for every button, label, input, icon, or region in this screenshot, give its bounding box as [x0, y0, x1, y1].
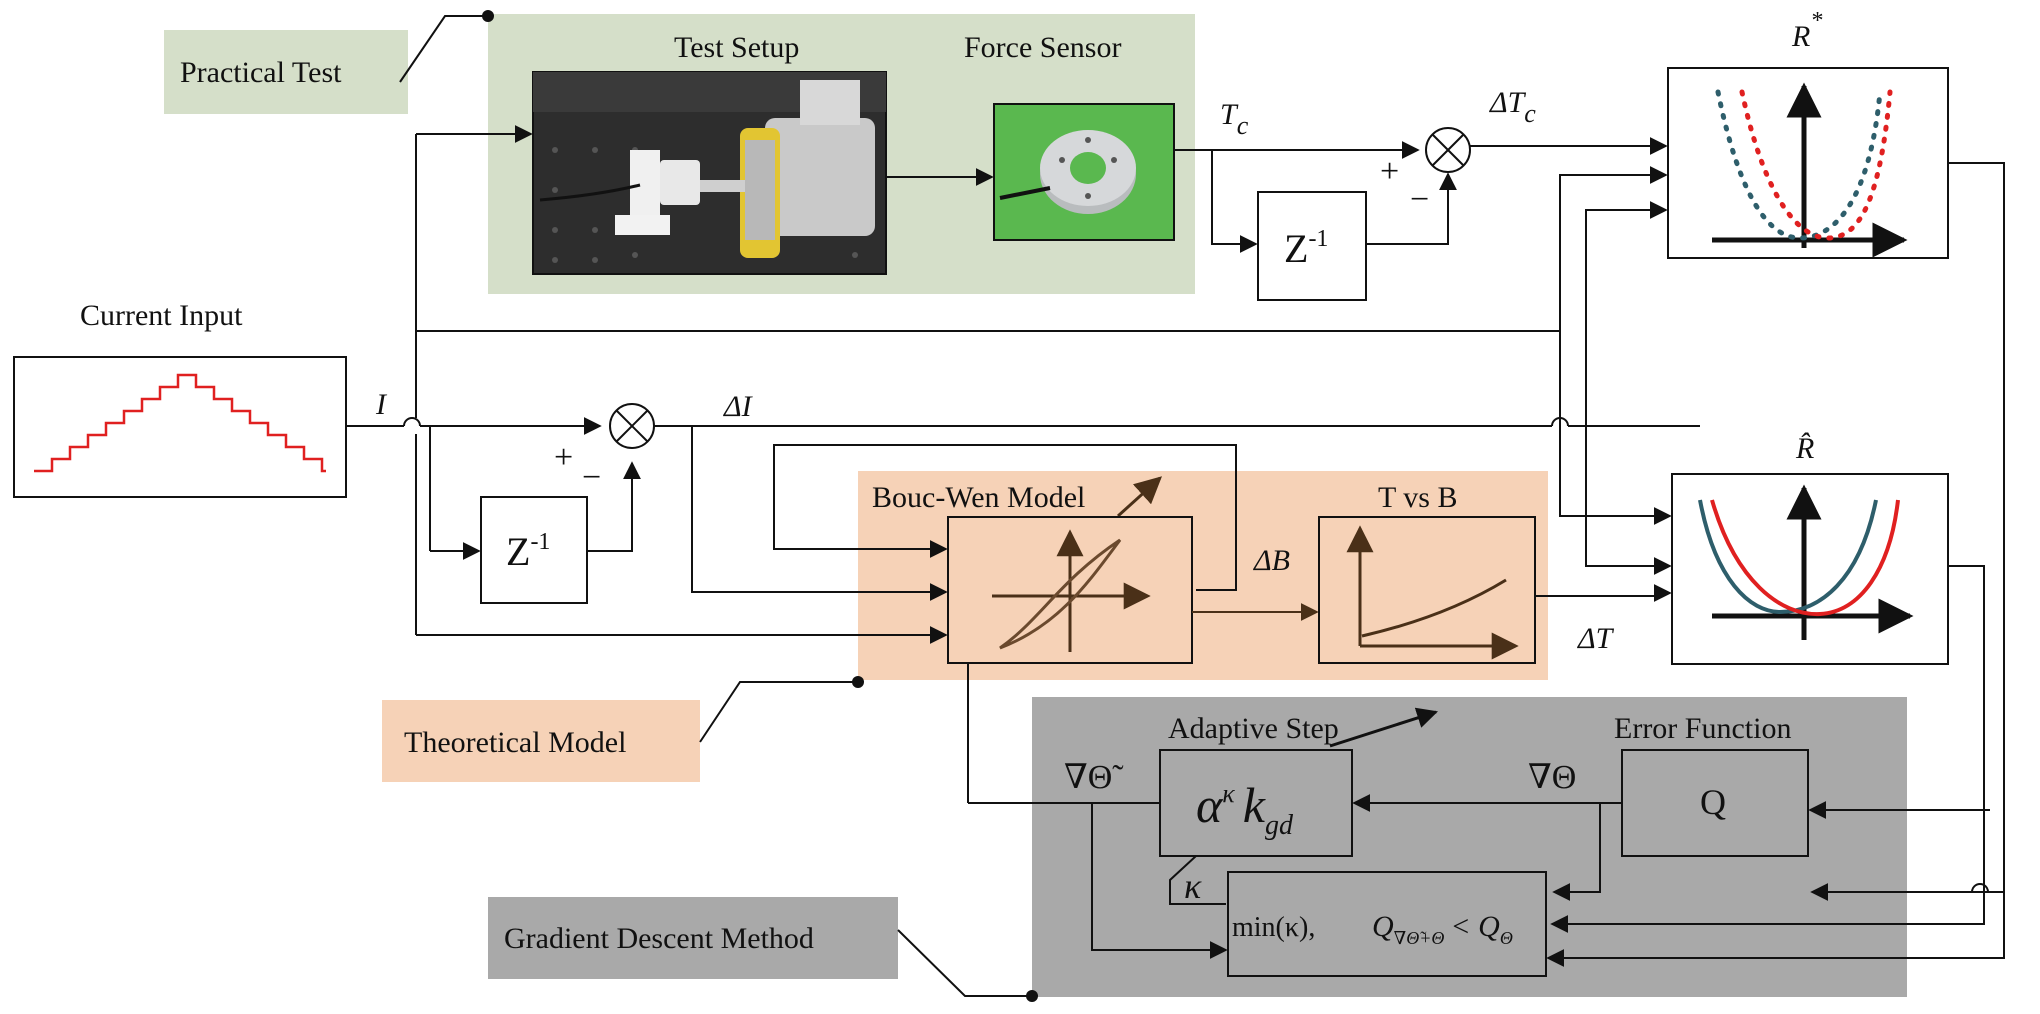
i-to-rhat	[1559, 331, 1672, 525]
kappa-loop	[1169, 855, 1226, 905]
tc-delay-out	[1366, 172, 1457, 245]
minimize-condition: Q∇Θ̃+Θ< QΘ	[1372, 910, 1513, 948]
boucwen-feedback	[773, 444, 1237, 591]
grad-theta-to-min	[1552, 803, 1601, 901]
signal-delta-b-label: ΔB	[1253, 544, 1290, 577]
practical-test-label-box	[164, 30, 408, 114]
bouc-wen-adjust-arrow	[1116, 476, 1163, 518]
gradient-descent-label: Gradient Descent Method	[504, 922, 814, 955]
current-input-title: Current Input	[80, 299, 243, 332]
rstar-to-q	[1948, 162, 2005, 892]
bouc-wen-block	[947, 516, 1193, 664]
r-hat-curve-red	[1710, 499, 1900, 617]
di-to-rstar	[1585, 201, 1668, 426]
delay-block-tc	[1257, 191, 1367, 301]
rstar-to-min	[1546, 892, 2005, 967]
grad-theta-tilde-to-min	[1091, 803, 1228, 959]
adaptive-step-title: Adaptive Step	[1168, 712, 1339, 745]
gradient-descent-region	[1032, 697, 1907, 997]
tc-to-delay	[1211, 150, 1258, 253]
t-vs-b-block	[1318, 516, 1536, 664]
r-hat-label: R̂	[1795, 432, 1814, 465]
force-sensor-title: Force Sensor	[964, 31, 1121, 64]
hysteresis-loop	[999, 538, 1122, 650]
sum-di-minus: −	[582, 459, 601, 496]
delay-block-input-label: Z-1	[506, 529, 550, 574]
theoretical-model-leader	[699, 681, 858, 743]
adaptive-step-adjust-arrow	[1329, 707, 1438, 748]
delay-block-tc-label: Z-1	[1284, 226, 1328, 271]
rhat-to-q	[1948, 565, 1985, 895]
t-vs-b-curve	[1361, 578, 1507, 638]
test-setup-photo	[532, 71, 887, 275]
signal-delta-t-label: ΔT	[1577, 622, 1615, 655]
practical-test-leader-dot	[482, 10, 494, 22]
gradient-descent-leader-dot	[1026, 990, 1038, 1002]
practical-test-leader	[399, 15, 488, 83]
signal-tc-label: Tc	[1220, 98, 1249, 140]
rhat-out-route	[1550, 895, 1985, 933]
current-input-plot	[13, 356, 347, 498]
test-setup-title: Test Setup	[674, 31, 799, 64]
error-function-title: Error Function	[1614, 712, 1791, 745]
gradient-descent-label-box	[488, 897, 898, 979]
signal-delta-i-label: ΔI	[723, 390, 754, 423]
gradient-descent-leader	[897, 929, 1032, 997]
t-vs-b-to-rhat	[1535, 584, 1672, 602]
bouc-wen-title: Bouc-Wen Model	[872, 481, 1085, 514]
sum-tc-plus: +	[1380, 153, 1399, 190]
r-star-label: R*	[1791, 8, 1822, 53]
theoretical-model-label-box	[382, 700, 700, 782]
kappa-label: κ	[1184, 866, 1202, 906]
t-vs-b-title: T vs B	[1378, 481, 1457, 514]
grad-theta-label: ∇Θ	[1528, 759, 1576, 796]
error-function-q: Q	[1700, 782, 1726, 822]
r-star-curve-teal	[1715, 89, 1883, 241]
staircase-signal	[34, 373, 326, 473]
minimize-block	[1227, 871, 1547, 977]
i-to-rstar	[1559, 166, 1668, 331]
i-delay-out	[587, 461, 641, 552]
theoretical-model-label: Theoretical Model	[404, 726, 626, 759]
practical-test-label: Practical Test	[180, 56, 342, 89]
delay-block-input	[480, 496, 588, 604]
r-hat-curve-teal	[1698, 499, 1878, 615]
di-to-rhat	[1585, 426, 1672, 575]
force-sensor-photo	[993, 103, 1175, 241]
sum-tc-minus: −	[1410, 181, 1429, 218]
theoretical-model-leader-dot	[852, 676, 864, 688]
r-star-curve-red	[1739, 89, 1893, 241]
signal-i-label: I	[375, 388, 388, 421]
delta-i-to-boucwen	[691, 426, 948, 601]
signal-delta-tc-label: ΔTc	[1489, 86, 1536, 128]
sum-di-plus: +	[554, 439, 573, 476]
minimize-formula: min(κ),	[1232, 912, 1315, 943]
signal-i-hop	[403, 417, 421, 427]
